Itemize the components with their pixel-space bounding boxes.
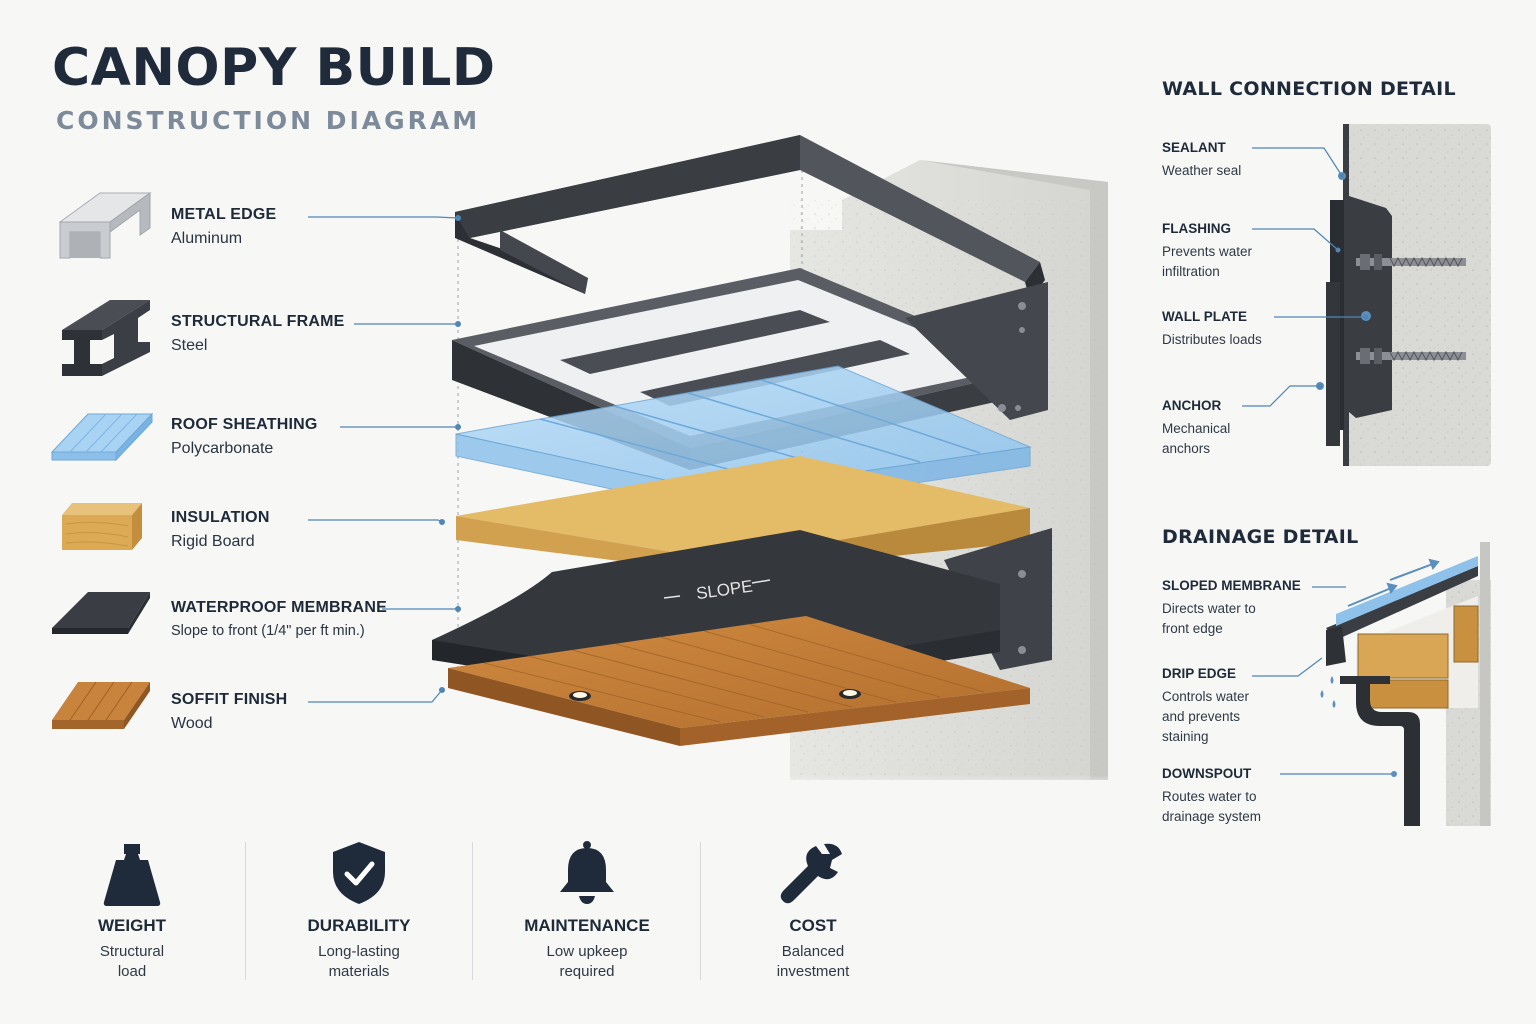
metric-name: COST <box>789 916 837 935</box>
layer-name: METAL EDGE <box>171 206 277 223</box>
water-drops <box>1320 676 1336 708</box>
layer-material: Polycarbonate <box>171 440 274 457</box>
layer-material: Aluminum <box>171 230 243 247</box>
callout-name: DRIP EDGE <box>1162 666 1237 681</box>
callout-name: ANCHOR <box>1162 398 1222 413</box>
callout-sealant: SEALANT Weather seal <box>1162 140 1322 181</box>
callout-name: FLASHING <box>1162 221 1231 236</box>
wood-plank-icon <box>52 681 150 729</box>
metric-desc: Low upkeep required <box>546 943 628 980</box>
drainage-title: DRAINAGE DETAIL <box>1162 526 1359 548</box>
rigid-board-icon <box>62 503 142 550</box>
legend-item-insulation: INSULATION Rigid Board <box>171 509 270 551</box>
callout-name: WALL PLATE <box>1162 309 1247 324</box>
metric-cost: COST Balanced investment <box>723 840 903 982</box>
shield-check-icon <box>333 842 385 904</box>
callout-desc: Weather seal <box>1162 163 1242 178</box>
callout-desc: Distributes loads <box>1162 332 1262 347</box>
page-subtitle: CONSTRUCTION DIAGRAM <box>56 106 481 135</box>
layer-material: Wood <box>171 715 213 732</box>
metric-desc: Balanced investment <box>776 943 850 980</box>
layer-name: INSULATION <box>171 509 270 526</box>
metric-maintenance: MAINTENANCE Low upkeep required <box>497 840 677 982</box>
wall-connection-title: WALL CONNECTION DETAIL <box>1162 78 1456 100</box>
metric-desc: Structural load <box>99 943 165 980</box>
aluminum-channel-icon <box>58 192 152 259</box>
callout-desc: Controls water and prevents staining <box>1162 689 1250 744</box>
wood-soffit <box>448 616 1030 746</box>
callout-sloped-membrane: SLOPED MEMBRANE Directs water to front e… <box>1162 578 1302 639</box>
layer-name: STRUCTURAL FRAME <box>171 313 345 330</box>
page-title: CANOPY BUILD <box>52 38 496 98</box>
layer-name: ROOF SHEATHING <box>171 416 318 433</box>
layer-material: Rigid Board <box>171 533 255 550</box>
anchor-bolt-upper <box>1356 254 1466 270</box>
legend-item-structural-frame: STRUCTURAL FRAME Steel <box>171 313 345 355</box>
bell-icon <box>560 841 614 904</box>
legend-item-waterproof-membrane: WATERPROOF MEMBRANE Slope to front (1/4"… <box>171 599 387 639</box>
metric-name: MAINTENANCE <box>524 916 650 935</box>
metric-divider <box>700 842 701 980</box>
metric-desc: Long-lasting materials <box>318 943 400 980</box>
legend-item-metal-edge: METAL EDGE Aluminum <box>171 206 276 248</box>
legend-item-roof-sheathing: ROOF SHEATHING Polycarbonate <box>171 416 318 458</box>
metric-divider <box>472 842 473 980</box>
callout-flashing: FLASHING Prevents water infiltration <box>1162 221 1262 282</box>
legend-leader-lines <box>308 216 459 703</box>
layer-material: Slope to front (1/4" per ft min.) <box>171 623 365 639</box>
layer-name: SOFFIT FINISH <box>171 691 288 708</box>
membrane-sheet-icon <box>52 592 150 634</box>
callout-anchor: ANCHOR Mechanical anchors <box>1162 398 1242 459</box>
layer-name: WATERPROOF MEMBRANE <box>171 599 387 616</box>
callout-desc: Directs water to front edge <box>1162 601 1256 636</box>
callout-desc: Prevents water infiltration <box>1162 244 1253 279</box>
callout-name: SLOPED MEMBRANE <box>1162 578 1301 593</box>
callout-desc: Mechanical anchors <box>1162 421 1231 456</box>
callout-wall-plate: WALL PLATE Distributes loads <box>1162 309 1322 350</box>
metric-weight: WEIGHT Structural load <box>42 840 222 982</box>
polycarbonate-sheet-icon <box>50 412 154 462</box>
metric-divider <box>245 842 246 980</box>
callout-downspout: DOWNSPOUT Routes water to drainage syste… <box>1162 766 1272 827</box>
weight-icon <box>103 844 161 906</box>
callout-name: SEALANT <box>1162 140 1226 155</box>
metric-name: WEIGHT <box>98 916 166 935</box>
legend-item-soffit-finish: SOFFIT FINISH Wood <box>171 691 287 733</box>
metric-durability: DURABILITY Long-lasting materials <box>269 840 449 982</box>
anchor-bolt-lower <box>1356 348 1466 364</box>
wrench-icon <box>780 843 842 904</box>
callout-name: DOWNSPOUT <box>1162 766 1252 781</box>
legend-icons-layer <box>50 192 154 729</box>
callout-desc: Routes water to drainage system <box>1162 789 1262 824</box>
steel-i-beam-icon <box>62 300 150 376</box>
layer-material: Steel <box>171 337 208 354</box>
callout-drip-edge: DRIP EDGE Controls water and prevents st… <box>1162 666 1262 747</box>
metric-name: DURABILITY <box>307 916 411 935</box>
metal-edge-frame <box>455 135 1045 300</box>
